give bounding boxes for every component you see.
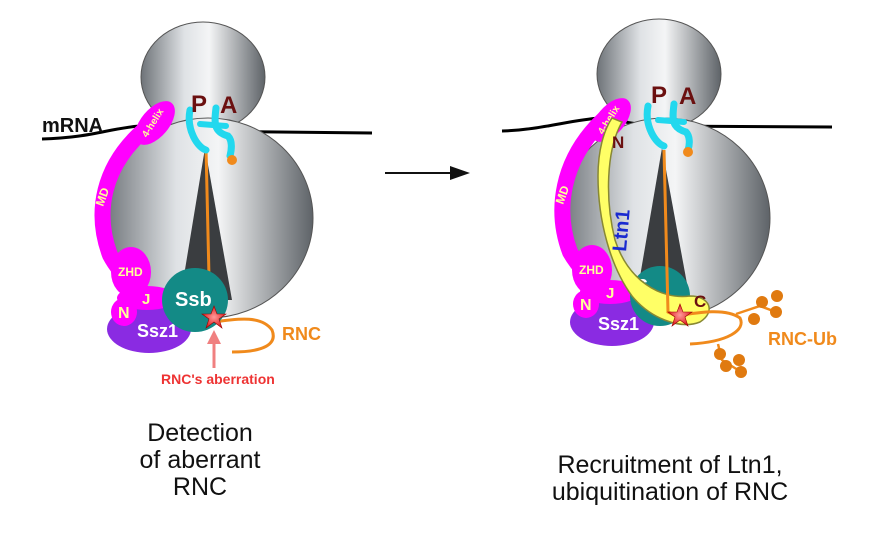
left-ssz1-label: Ssz1 (137, 321, 178, 341)
left-trna-a (211, 104, 235, 160)
right-trna-arm (655, 117, 687, 125)
right-n-domain (573, 290, 599, 318)
right-rnc-ub-label: RNC-Ub (768, 329, 837, 349)
left-zhd-label: ZHD (118, 265, 143, 279)
right-zhd-label: ZHD (579, 263, 604, 277)
left-caption: Detection of aberrant RNC (110, 420, 290, 501)
right-trna-p (643, 102, 668, 150)
right-caption-line-1: Recruitment of Ltn1, (557, 451, 783, 479)
right-aberration-star (667, 303, 693, 327)
left-exit-tunnel (180, 148, 232, 300)
left-caption-line-3: RNC (172, 473, 228, 501)
left-amino-acid (227, 155, 237, 165)
right-caption: Recruitment of Ltn1, ubiquitination of R… (520, 452, 820, 506)
left-aberration-arrow-head (207, 330, 221, 344)
left-mrna-label: mRNA (42, 115, 103, 137)
left-aberration-label: RNC's aberration (161, 371, 275, 387)
left-zhd-domain (111, 247, 151, 297)
right-site-a-label: A (679, 83, 696, 110)
right-ltn1-label: Ltn1 (609, 208, 635, 252)
right-exit-tunnel (636, 148, 690, 300)
left-caption-line-1: Detection (147, 419, 253, 447)
left-md-label: MD (93, 185, 113, 208)
right-ubiquitin-chain (714, 290, 783, 378)
right-ltn1-c-label: C (694, 292, 706, 311)
left-site-p-label: P (191, 91, 207, 118)
right-j-label: J (606, 285, 614, 302)
left-aberration-star (201, 305, 227, 329)
transition-arrow (385, 166, 470, 180)
left-trna-arm (197, 121, 229, 129)
left-ssb-label: Ssb (175, 289, 212, 311)
left-trna-p (185, 106, 210, 154)
right-panel: P A 4-helix MD ZHD Ssz1 J N S N Ltn1 C (501, 18, 837, 378)
left-nascent-chain (204, 147, 275, 354)
right-ltn1 (597, 117, 710, 326)
left-j-label: J (142, 291, 150, 308)
left-n-label: N (118, 305, 130, 322)
left-n-domain (111, 298, 137, 326)
right-ub-branch-1 (735, 304, 777, 316)
right-n-label: N (580, 297, 592, 314)
right-caption-line-2: ubiquitination of RNC (551, 478, 789, 506)
right-md-label: MD (553, 183, 573, 206)
left-panel: P A 4-helix MD ZHD Ssz1 J N Ssb RNC RNC'… (41, 21, 373, 387)
right-trna-a (669, 100, 693, 154)
left-caption-line-2: of aberrant (139, 446, 261, 474)
left-4-helix (135, 101, 175, 145)
right-ssz1-label: Ssz1 (598, 314, 639, 334)
left-site-a-label: A (220, 92, 237, 119)
right-site-p-label: P (651, 82, 667, 109)
right-ltn1-n-label: N (612, 133, 624, 152)
left-rnc-label: RNC (282, 324, 321, 344)
right-amino-acid (683, 147, 693, 157)
